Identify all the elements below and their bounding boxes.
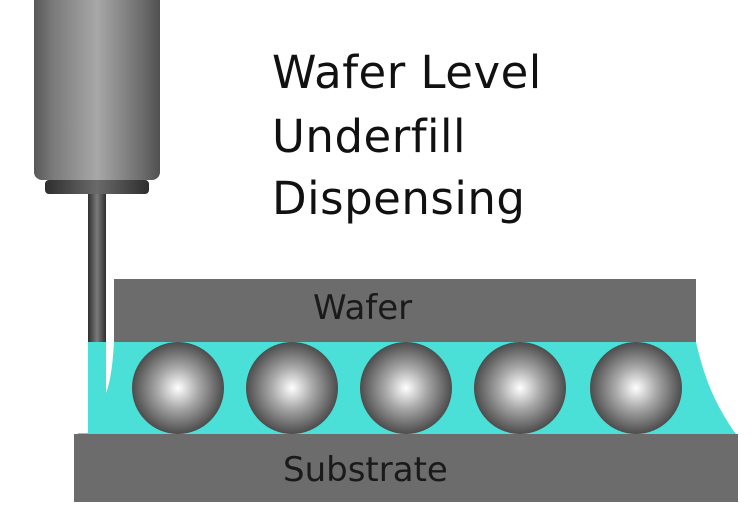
title-line-2: Underfill <box>272 110 467 163</box>
syringe-body <box>34 0 160 180</box>
solder-bump <box>360 342 452 434</box>
solder-bump <box>246 342 338 434</box>
wafer-label: Wafer <box>313 288 413 328</box>
dispensing-needle <box>88 194 106 342</box>
fluid-meniscus <box>106 342 114 393</box>
title-line-1: Wafer Level <box>272 46 542 99</box>
solder-bump <box>590 342 682 434</box>
solder-bump <box>474 342 566 434</box>
substrate-label: Substrate <box>283 450 448 490</box>
substrate-layer <box>74 434 738 502</box>
syringe-collar <box>45 180 149 194</box>
solder-bump <box>132 342 224 434</box>
wafer-layer <box>114 279 696 342</box>
title-line-3: Dispensing <box>272 172 526 225</box>
